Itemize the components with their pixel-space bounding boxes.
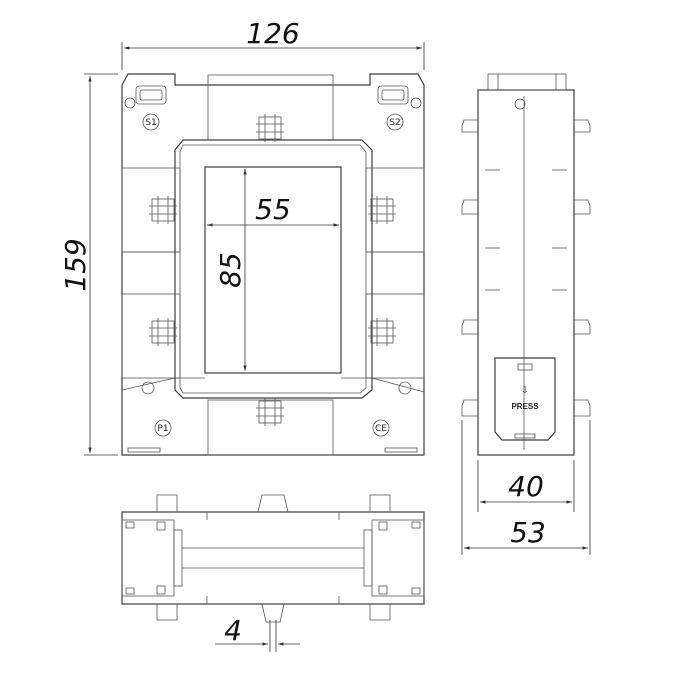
window-width-dimension-label: 55 — [255, 193, 291, 226]
ce-marking: CE — [375, 424, 387, 434]
clip-symbol — [148, 195, 178, 225]
clip-symbol — [148, 317, 178, 347]
side-view: ⇩ PRESS 40 53 — [461, 73, 591, 555]
front-view: S1 S2 P1 CE 126 159 55 85 — [59, 17, 425, 456]
s2-marking: S2 — [389, 118, 400, 128]
clip-symbol — [255, 113, 285, 143]
press-arrow-icon: ⇩ — [521, 386, 529, 396]
s1-marking: S1 — [145, 118, 156, 128]
depth-inner-dimension-label: 40 — [508, 470, 544, 503]
width-dimension-label: 126 — [246, 17, 299, 50]
p1-marking: P1 — [157, 424, 168, 434]
press-label: PRESS — [511, 402, 539, 411]
gap-dimension-label: 4 — [224, 614, 242, 647]
window-height-dimension-label: 85 — [214, 252, 247, 288]
depth-total-dimension-label: 53 — [510, 516, 546, 549]
clip-symbol — [255, 397, 285, 427]
bottom-view: 4 — [121, 494, 425, 652]
height-dimension-label: 159 — [59, 238, 92, 291]
